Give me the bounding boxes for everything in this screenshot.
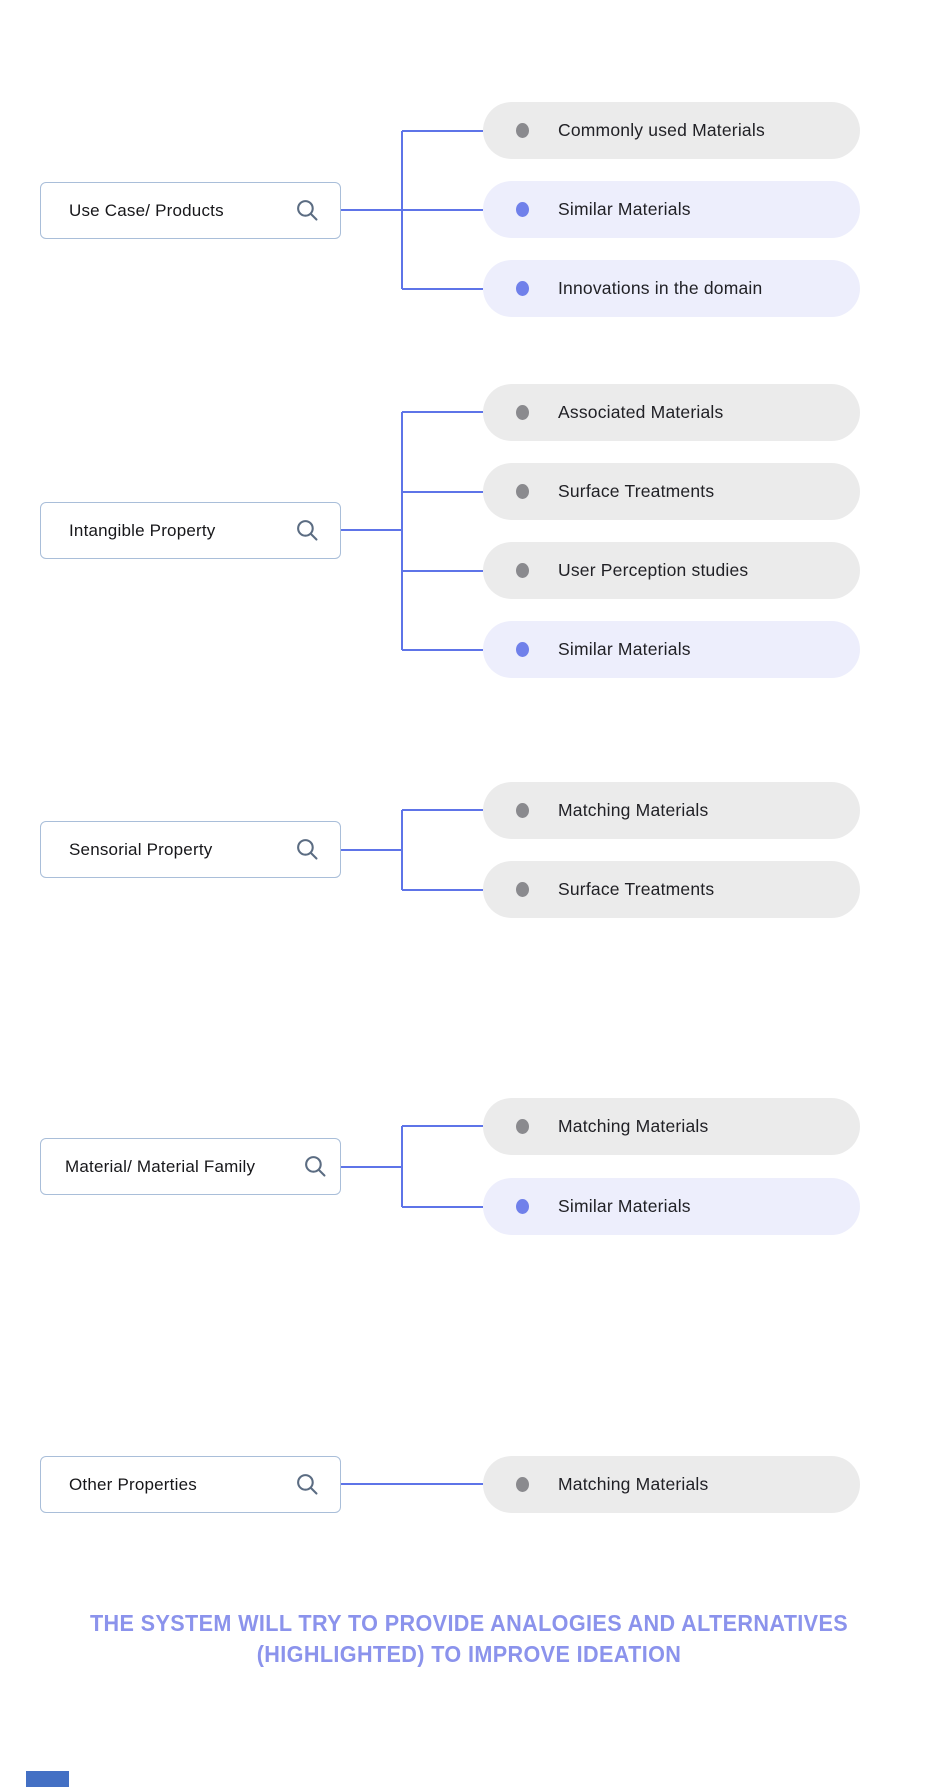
caption-line-1: THE SYSTEM WILL TRY TO PROVIDE ANALOGIES… [89, 1610, 849, 1636]
result-label: Matching Materials [558, 1474, 709, 1494]
search-box-label: Intangible Property [69, 520, 216, 540]
bullet-dot-icon [516, 484, 529, 499]
search-icon[interactable] [303, 1154, 328, 1179]
search-icon[interactable] [295, 1472, 320, 1497]
search-box-label: Material/ Material Family [65, 1156, 256, 1176]
result-pill[interactable]: Surface Treatments [483, 463, 860, 520]
search-box-intangible-property[interactable]: Intangible Property [40, 502, 341, 559]
result-label: Surface Treatments [558, 481, 715, 501]
caption: THE SYSTEM WILL TRY TO PROVIDE ANALOGIES… [38, 1608, 901, 1670]
result-label: Similar Materials [558, 1196, 691, 1216]
result-pill[interactable]: Commonly used Materials [483, 102, 860, 159]
search-box-use-case-products[interactable]: Use Case/ Products [40, 182, 341, 239]
result-label: Associated Materials [558, 402, 724, 422]
search-icon[interactable] [295, 198, 320, 223]
result-pill[interactable]: User Perception studies [483, 542, 860, 599]
result-pill[interactable]: Matching Materials [483, 782, 860, 839]
search-box-other-properties[interactable]: Other Properties [40, 1456, 341, 1513]
result-label: Similar Materials [558, 639, 691, 659]
search-icon[interactable] [295, 837, 320, 862]
caption-line-2: (HIGHLIGHTED) TO IMPROVE IDEATION [256, 1641, 682, 1667]
result-label: Matching Materials [558, 1116, 709, 1136]
connector-group-3 [341, 809, 483, 891]
result-pill[interactable]: Similar Materials [483, 621, 860, 678]
bullet-dot-icon [516, 202, 529, 217]
search-box-label: Other Properties [69, 1474, 197, 1494]
connector-group-1 [341, 130, 483, 290]
search-box-sensorial-property[interactable]: Sensorial Property [40, 821, 341, 878]
slide-accent-bar [26, 1771, 69, 1787]
search-icon[interactable] [295, 518, 320, 543]
bullet-dot-icon [516, 803, 529, 818]
bullet-dot-icon [516, 642, 529, 657]
search-box-material-family[interactable]: Material/ Material Family [40, 1138, 341, 1195]
result-label: Innovations in the domain [558, 278, 763, 298]
result-label: Matching Materials [558, 800, 709, 820]
bullet-dot-icon [516, 1119, 529, 1134]
bullet-dot-icon [516, 281, 529, 296]
result-label: User Perception studies [558, 560, 749, 580]
result-pill[interactable]: Matching Materials [483, 1456, 860, 1513]
result-label: Surface Treatments [558, 879, 715, 899]
connector-group-2 [341, 411, 483, 651]
result-pill[interactable]: Associated Materials [483, 384, 860, 441]
bullet-dot-icon [516, 563, 529, 578]
result-label: Similar Materials [558, 199, 691, 219]
result-pill[interactable]: Similar Materials [483, 1178, 860, 1235]
bullet-dot-icon [516, 123, 529, 138]
result-pill[interactable]: Surface Treatments [483, 861, 860, 918]
connector-group-4 [341, 1125, 483, 1208]
search-box-label: Use Case/ Products [69, 200, 224, 220]
bullet-dot-icon [516, 405, 529, 420]
search-box-label: Sensorial Property [69, 839, 213, 859]
bullet-dot-icon [516, 882, 529, 897]
bullet-dot-icon [516, 1199, 529, 1214]
bullet-dot-icon [516, 1477, 529, 1492]
result-pill[interactable]: Innovations in the domain [483, 260, 860, 317]
result-pill[interactable]: Matching Materials [483, 1098, 860, 1155]
result-pill[interactable]: Similar Materials [483, 181, 860, 238]
result-label: Commonly used Materials [558, 120, 765, 140]
